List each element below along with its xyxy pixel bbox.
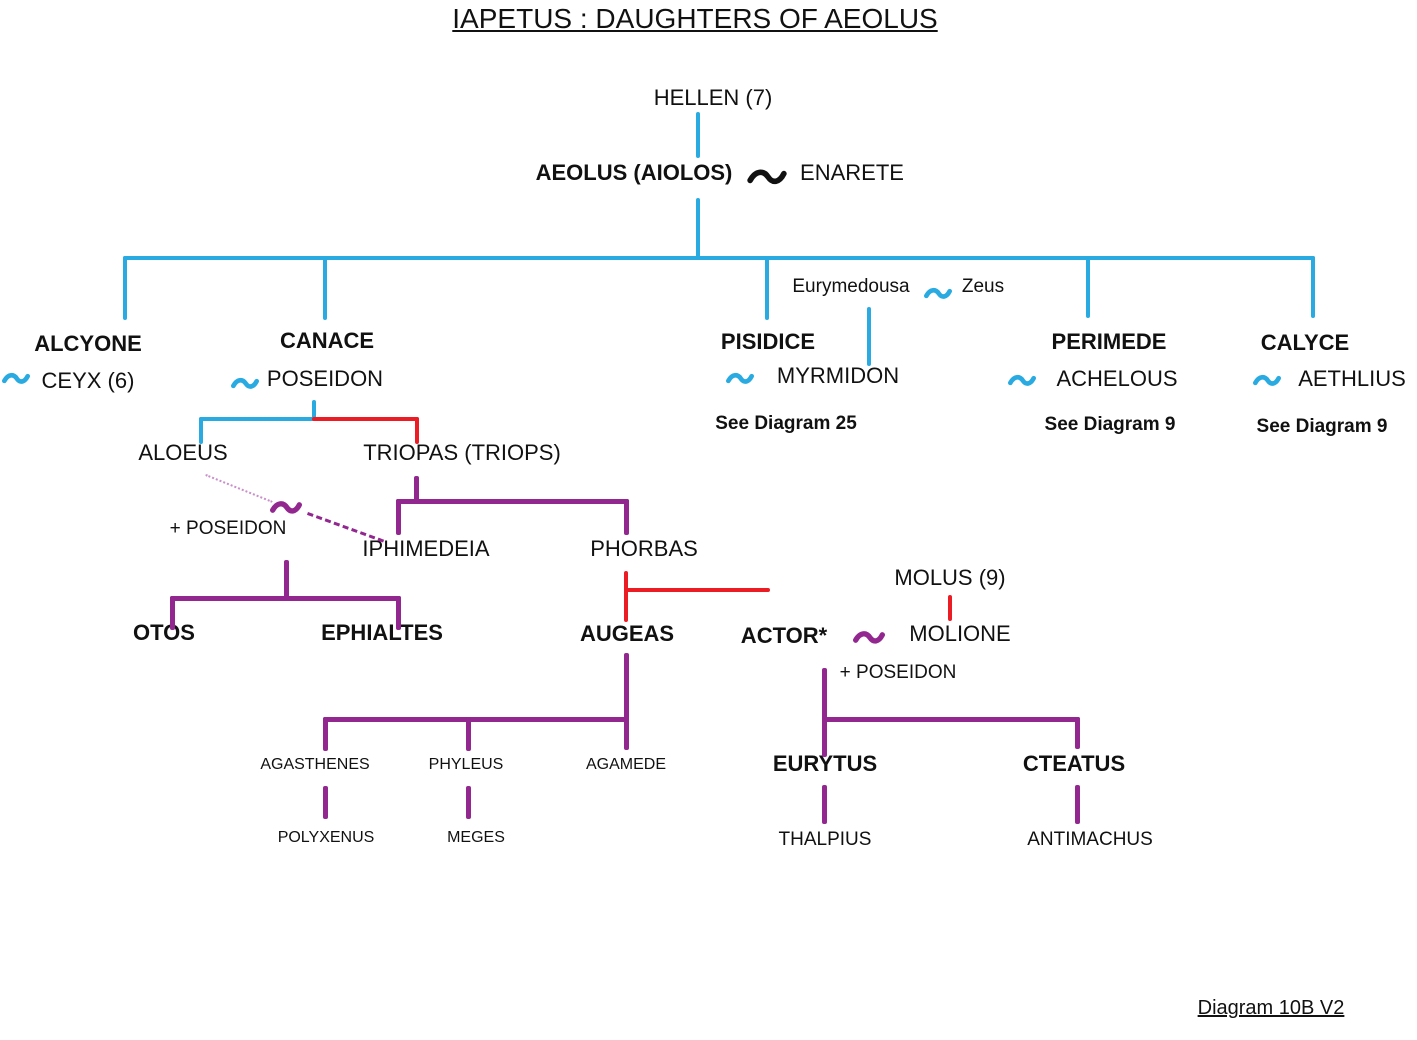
node-achelous: ACHELOUS	[1056, 366, 1178, 391]
node-meges: MEGES	[447, 829, 505, 846]
node-poseidon-canace: POSEIDON	[266, 366, 384, 391]
edge-aloeus-union-dotted	[205, 474, 273, 503]
edge-rail-calyce	[1311, 256, 1315, 318]
union-tilde-icon	[1008, 374, 1036, 386]
edge-augeas-children-stem	[624, 653, 629, 750]
node-canace: CANACE	[279, 328, 375, 353]
node-ceyx: CEYX (6)	[41, 368, 135, 393]
edge-eurymedousa-myrmidon	[867, 307, 871, 366]
edge-rail-agasthenes	[323, 717, 328, 751]
edge-rail-ephialtes	[396, 596, 401, 630]
node-ephialtes: EPHIALTES	[321, 620, 443, 645]
union-tilde-icon	[2, 372, 30, 384]
edge-iphimedeia-children-rail	[170, 596, 401, 601]
note-see-diagram-25: See Diagram 25	[715, 413, 857, 434]
union-tilde-icon	[726, 372, 754, 384]
edge-canace-poseidon-stem	[312, 400, 316, 421]
node-phorbas: PHORBAS	[590, 536, 698, 561]
node-thalpius: THALPIUS	[778, 829, 872, 850]
node-enarete: ENARETE	[800, 160, 904, 185]
edge-rail-pisidice	[765, 256, 769, 320]
node-pisidice: PISIDICE	[720, 329, 816, 354]
node-perimede: PERIMEDE	[1051, 329, 1167, 354]
edge-rail-alcyone	[123, 256, 127, 320]
note-see-diagram-9-perimede: See Diagram 9	[1044, 414, 1176, 435]
edge-canace-children-rail-right	[312, 417, 419, 421]
node-alcyone: ALCYONE	[34, 331, 142, 356]
node-phyleus: PHYLEUS	[428, 756, 504, 773]
edge-union-iphimedeia-dashed	[306, 512, 385, 543]
edge-hellen-aeolus	[696, 112, 700, 158]
node-molione: MOLIONE	[909, 621, 1011, 646]
node-hellen: HELLEN (7)	[653, 85, 773, 110]
node-aethlius: AETHLIUS	[1298, 366, 1406, 391]
node-agamede: AGAMEDE	[585, 756, 667, 773]
union-tilde-icon	[1253, 374, 1281, 386]
node-triopas: TRIOPAS (TRIOPS)	[363, 440, 561, 465]
node-agasthenes: AGASTHENES	[260, 756, 370, 773]
label-plus-poseidon-aloeus: + POSEIDON	[169, 518, 287, 539]
edge-rail-phyleus	[466, 717, 471, 751]
label-plus-poseidon-actor: + POSEIDON	[839, 662, 957, 683]
node-myrmidon: MYRMIDON	[776, 363, 900, 388]
node-eurytus: EURYTUS	[772, 751, 878, 776]
edge-iphimedeia-children-stem	[284, 560, 289, 599]
union-tilde-icon	[853, 631, 885, 644]
union-tilde-icon	[747, 169, 787, 185]
edge-phyleus-meges	[466, 786, 471, 819]
edge-rail-canace	[323, 256, 327, 320]
edge-eurytus-thalpius	[822, 785, 827, 824]
edge-rail-perimede	[1086, 256, 1090, 318]
node-zeus: Zeus	[961, 276, 1005, 297]
edge-rail-otos	[170, 596, 175, 630]
diagram-reference-label: Diagram 10B V2	[1197, 997, 1345, 1019]
node-augeas: AUGEAS	[579, 621, 675, 646]
node-molus: MOLUS (9)	[894, 565, 1006, 590]
page-title: IAPETUS : DAUGHTERS OF AEOLUS	[452, 3, 938, 34]
edge-rail-aloeus	[199, 417, 203, 444]
edge-triopas-stem	[414, 476, 419, 503]
edge-phorbas-augeas	[624, 571, 628, 622]
edge-rail-cteatus	[1075, 717, 1080, 749]
node-polyxenus: POLYXENUS	[277, 829, 375, 846]
union-tilde-icon	[231, 377, 259, 389]
edge-cteatus-antimachus	[1075, 785, 1080, 824]
node-calyce: CALYCE	[1260, 330, 1350, 355]
edge-canace-children-rail-left	[199, 417, 316, 421]
node-aeolus: AEOLUS (AIOLOS)	[535, 160, 733, 185]
edge-children-rail	[123, 256, 1315, 260]
edge-rail-phorbas	[624, 499, 629, 535]
edge-actor-children-rail	[822, 717, 1080, 722]
edge-phorbas-actor	[624, 588, 770, 592]
node-otos: OTOS	[133, 620, 195, 645]
union-tilde-icon	[924, 287, 952, 299]
edge-agasthenes-polyxenus	[323, 786, 328, 819]
edge-triopas-children-rail	[396, 499, 629, 504]
union-tilde-icon	[270, 501, 302, 514]
note-see-diagram-9-calyce: See Diagram 9	[1256, 416, 1388, 437]
node-eurymedousa: Eurymedousa	[792, 276, 910, 297]
node-iphimedeia: IPHIMEDEIA	[362, 536, 490, 561]
edge-actor-children-stem	[822, 668, 827, 757]
node-actor: ACTOR*	[740, 623, 828, 648]
edge-rail-triopas	[415, 417, 419, 444]
edge-molus-molione	[948, 595, 952, 621]
node-antimachus: ANTIMACHUS	[1027, 829, 1153, 850]
node-cteatus: CTEATUS	[1022, 751, 1126, 776]
node-aloeus: ALOEUS	[138, 440, 228, 465]
edge-augeas-children-rail	[323, 717, 629, 722]
edge-rail-iphimedeia	[396, 499, 401, 535]
edge-aeolus-children-stem	[696, 198, 700, 258]
